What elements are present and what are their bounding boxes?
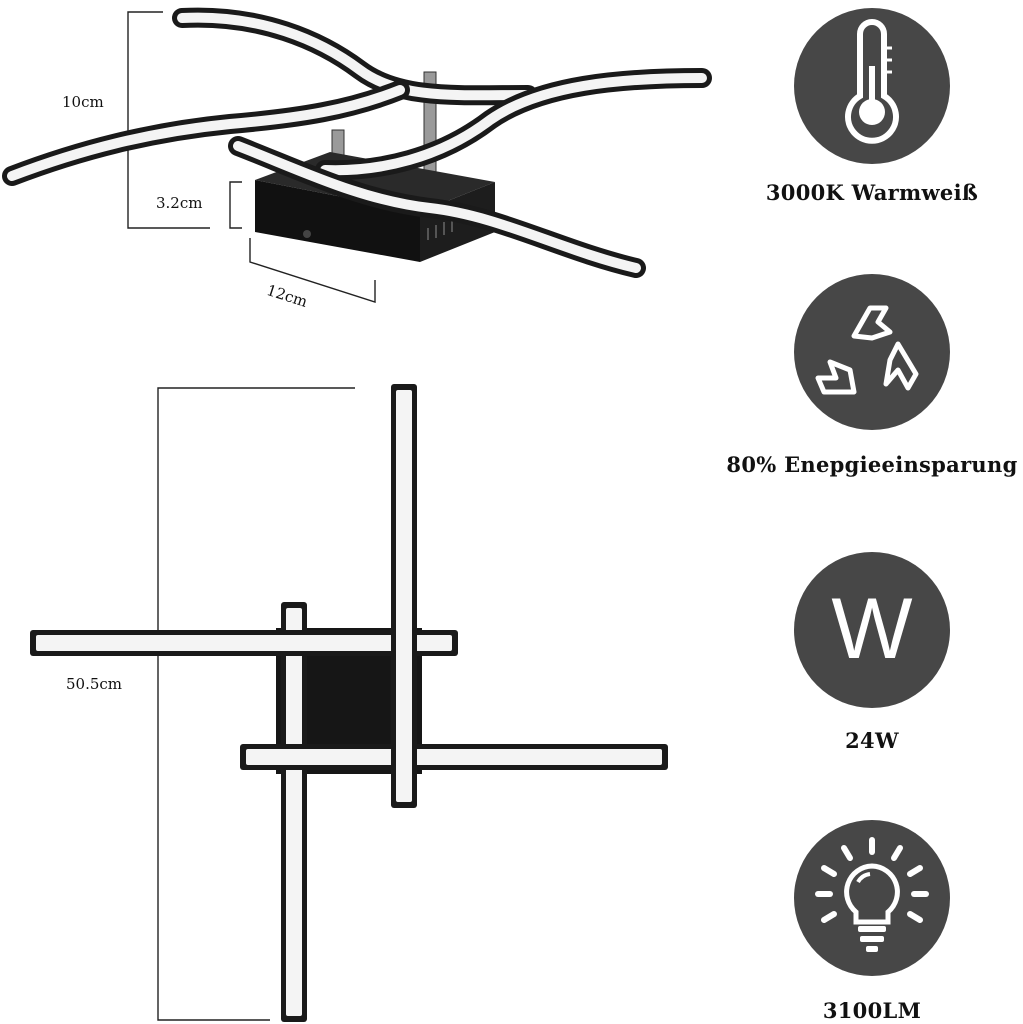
led-bar-horizontal-top (30, 630, 458, 656)
lamp-front-view (30, 384, 668, 1022)
recycle-icon (794, 274, 950, 430)
light-bulb-badge (794, 820, 950, 976)
base-height-dimension-line (229, 181, 242, 229)
svg-text:W: W (831, 581, 912, 677)
feature-label-energy-saving: 80% Enepgieeinsparung (726, 452, 1018, 477)
wattage-badge: W (794, 552, 950, 708)
thermometer-badge (794, 8, 950, 164)
wavy-led-arm (315, 68, 712, 181)
height-dimension-label: 10cm (62, 93, 104, 111)
feature-label-color-temperature: 3000K Warmweiß (765, 180, 979, 205)
feature-label-lumens: 3100LM (822, 998, 922, 1023)
height-dimension-line (127, 11, 210, 229)
length-dimension-label: 50.5cm (66, 675, 123, 693)
length-dimension-line (157, 387, 355, 1021)
led-bar-vertical-left (281, 602, 307, 1022)
recycle-badge (794, 274, 950, 430)
base-height-dimension-label: 3.2cm (156, 194, 203, 212)
wavy-led-arm (172, 7, 538, 106)
light-bulb-icon (794, 820, 950, 976)
base-width-dimension-line (249, 238, 376, 303)
letter-w-icon: W (794, 552, 950, 708)
thermometer-icon (794, 8, 950, 164)
led-bar-vertical-right (391, 384, 417, 808)
wavy-led-arm (228, 136, 646, 278)
feature-label-wattage: 24W (845, 728, 899, 753)
lamp-side-view (2, 7, 712, 303)
led-bar-horizontal-bottom (240, 744, 668, 770)
wavy-led-arm (2, 80, 410, 186)
